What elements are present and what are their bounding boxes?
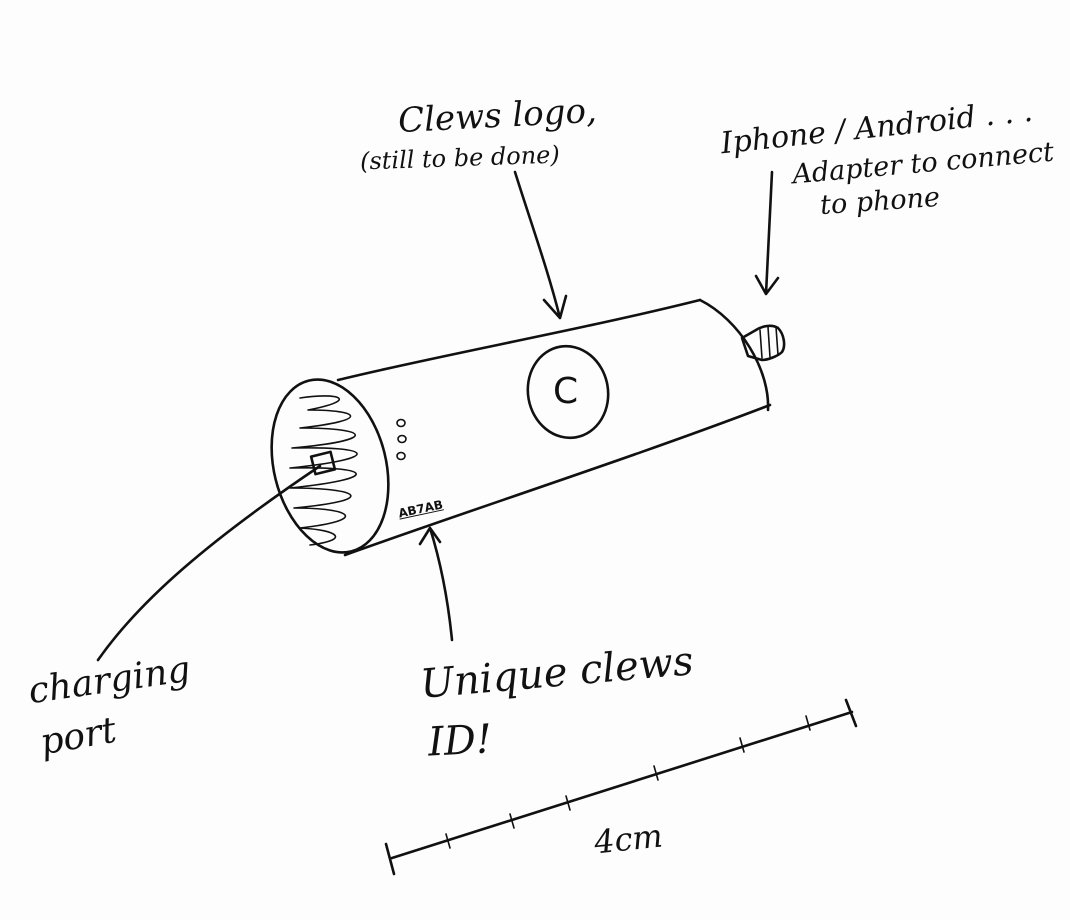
id-annotation-line2: ID! <box>426 716 494 766</box>
indicator-light-2 <box>397 434 407 444</box>
charging-end-face <box>270 378 390 554</box>
scale-end-right <box>844 698 858 728</box>
adapter-ridges <box>759 326 779 359</box>
logo-arrow <box>513 170 568 320</box>
scale-tick <box>653 765 659 781</box>
cylinder-top-edge <box>336 298 702 382</box>
charging-port <box>309 450 337 476</box>
indicator-light-3 <box>396 451 406 461</box>
id-arrow <box>418 526 454 642</box>
scale-bar <box>384 698 858 876</box>
phone-adapter <box>740 324 786 362</box>
device-logo-letter: C <box>553 371 579 412</box>
scale-tick <box>739 737 745 753</box>
indicator-light-1 <box>396 418 406 428</box>
scale-tick <box>565 795 571 811</box>
cylinder-device <box>270 298 786 557</box>
charging-port-pointer <box>96 464 322 662</box>
scale-end-left <box>384 842 396 876</box>
scale-tick <box>445 833 451 849</box>
scale-tick <box>509 813 515 829</box>
scale-label: 4cm <box>592 816 665 862</box>
scale-line <box>390 710 854 860</box>
scale-tick <box>805 715 811 731</box>
logo-circle <box>526 344 610 440</box>
adapter-arrow <box>754 170 780 296</box>
cylinder-bottom-edge <box>343 403 772 557</box>
end-face-shading <box>289 395 358 546</box>
cylinder-back-cap <box>698 298 770 412</box>
